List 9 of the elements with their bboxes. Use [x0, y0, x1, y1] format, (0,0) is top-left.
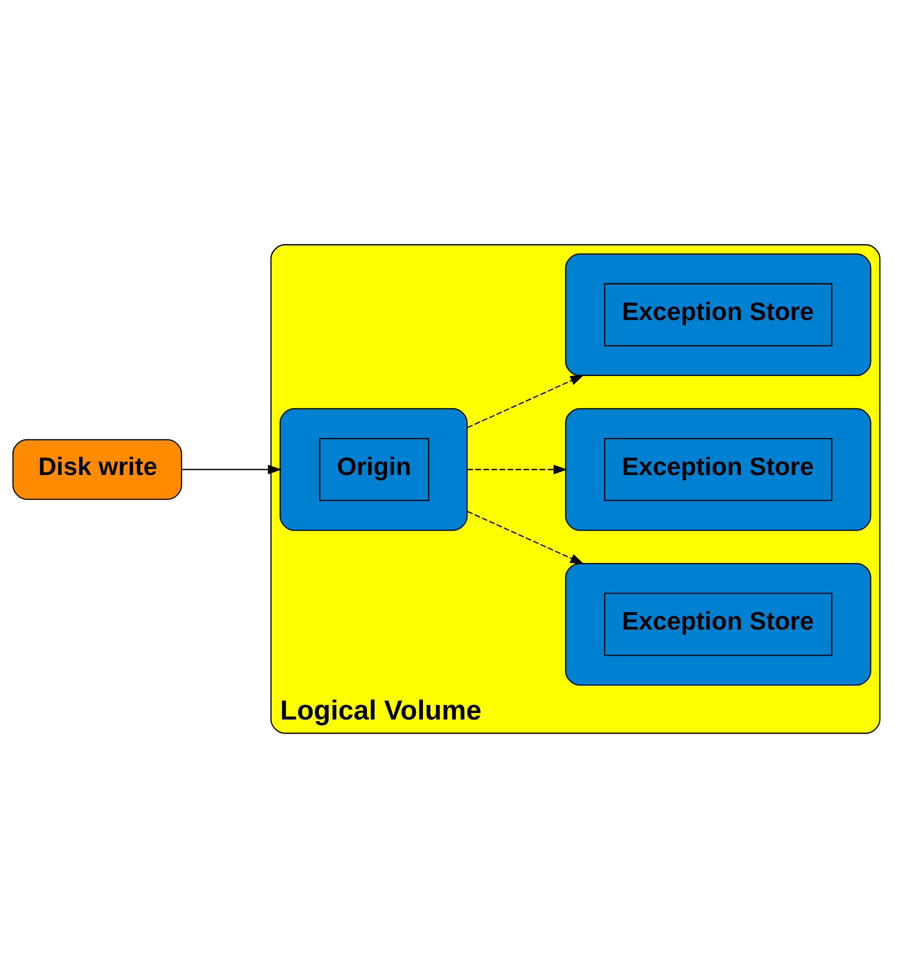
node-box: Exception Store	[565, 562, 872, 686]
arrow	[467, 374, 584, 428]
node-box: Exception Store	[565, 408, 872, 531]
arrow	[182, 464, 282, 474]
node-box: Disk write	[12, 439, 182, 500]
arrow	[467, 510, 584, 564]
node-box: Exception Store	[565, 253, 872, 376]
arrow	[467, 464, 568, 474]
node-box: Origin	[280, 408, 468, 531]
